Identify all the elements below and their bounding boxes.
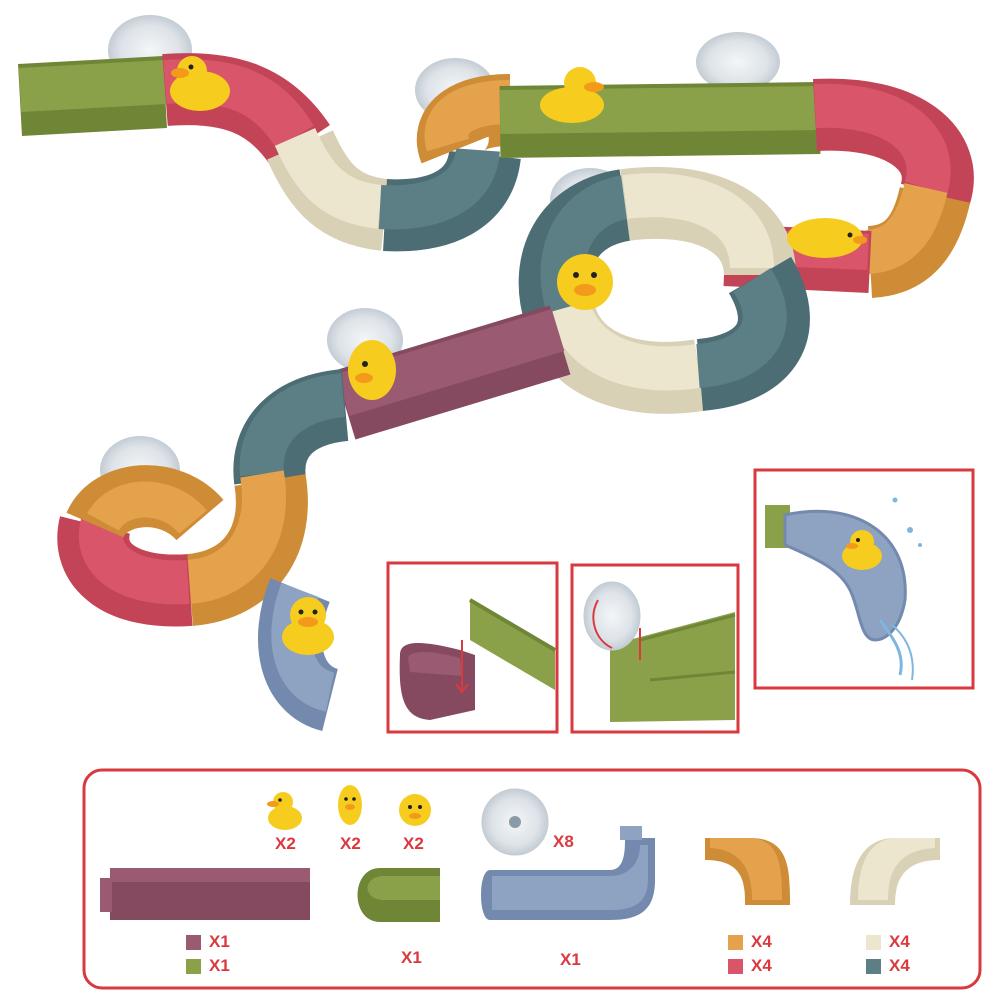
- straight-track-legend-green: X1: [186, 956, 230, 976]
- straight-track-legend-plum: X1: [186, 932, 230, 952]
- suction-cup-icon: [696, 32, 780, 92]
- curve-warm-legend-red: X4: [728, 956, 772, 976]
- curve-warm-legend-orange: X4: [728, 932, 772, 952]
- color-swatch: [866, 958, 881, 974]
- duck-icon: [842, 530, 882, 570]
- end-cap-quantity: X1: [401, 948, 422, 967]
- curve-red-quantity: X4: [751, 956, 772, 975]
- duck-icon: [348, 340, 396, 400]
- part-duck-a: [267, 792, 302, 830]
- duck-a-quantity: X2: [275, 834, 296, 853]
- color-swatch: [186, 934, 201, 950]
- color-swatch: [728, 934, 743, 950]
- part-slide: [481, 826, 655, 920]
- duck-icon: [557, 254, 613, 310]
- part-straight-track: [100, 868, 310, 920]
- duck-icon: [787, 218, 867, 258]
- curve-cream-quantity: X4: [889, 932, 910, 951]
- parts-list-frame: [82, 768, 982, 990]
- straight-track-plum-quantity: X1: [209, 932, 230, 951]
- color-swatch: [866, 934, 881, 950]
- part-end-cap: [357, 868, 440, 922]
- curve-orange-quantity: X4: [751, 932, 772, 951]
- part-suction-cup: [481, 788, 549, 856]
- suction-cup-quantity: X8: [553, 832, 574, 851]
- curve-cool-legend-teal: X4: [866, 956, 910, 976]
- color-swatch: [186, 958, 201, 974]
- duck-icon: [170, 56, 230, 111]
- duck-b-quantity: X2: [340, 834, 361, 853]
- straight-track-green-quantity: X1: [209, 956, 230, 975]
- part-curve-warm: [705, 838, 790, 905]
- curve-cool-legend-cream: X4: [866, 932, 910, 952]
- duck-c-quantity: X2: [403, 834, 424, 853]
- detail-panel-suction-cup: [570, 563, 740, 734]
- curve-teal-quantity: X4: [889, 956, 910, 975]
- ducks-on-track: [170, 56, 867, 655]
- slide-quantity: X1: [560, 950, 581, 969]
- part-duck-b: [338, 785, 362, 825]
- suction-cup-icon: [583, 581, 641, 651]
- part-curve-cool: [850, 838, 940, 905]
- part-duck-c: [399, 794, 431, 826]
- color-swatch: [728, 958, 743, 974]
- duck-icon: [540, 67, 604, 123]
- detail-panel-end-cap: [386, 561, 559, 734]
- duck-icon: [282, 597, 334, 655]
- detail-panel-water-slide: [753, 468, 975, 690]
